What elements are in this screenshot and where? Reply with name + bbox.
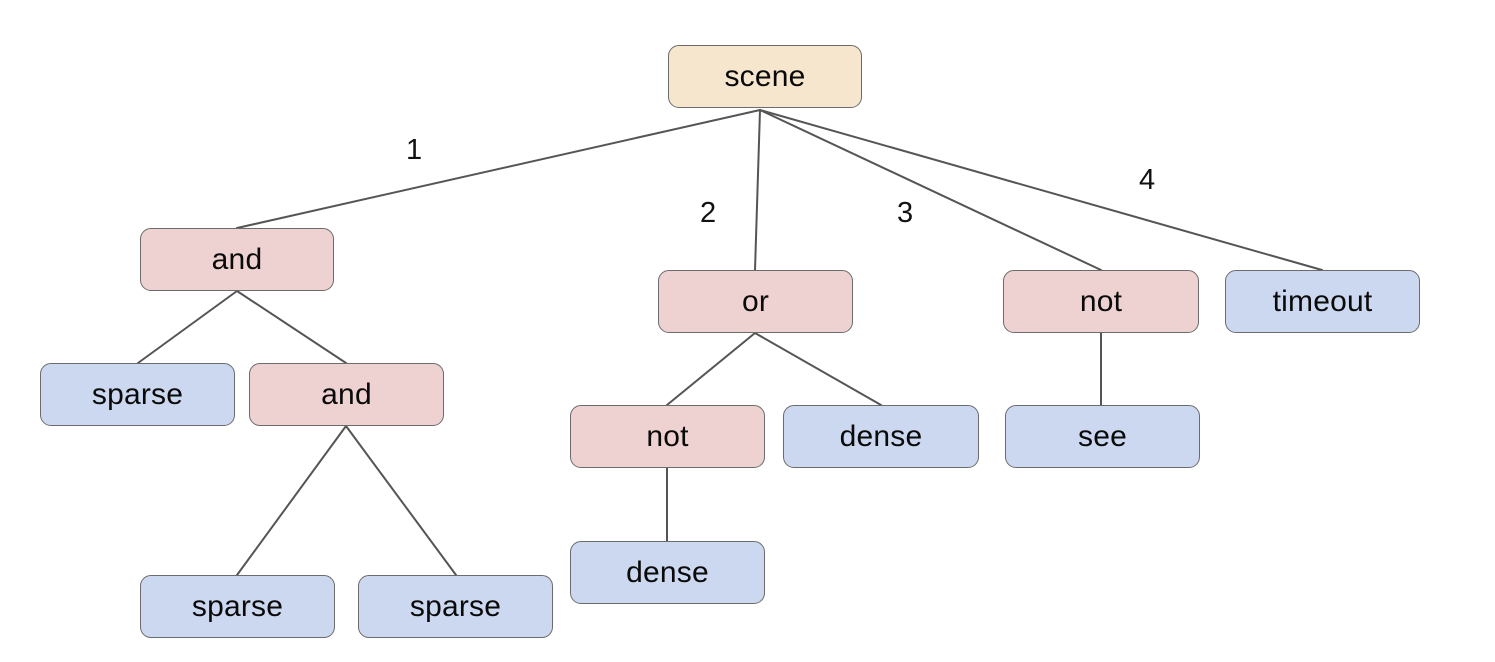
tree-edge (666, 332, 756, 406)
tree-edge (236, 290, 347, 364)
tree-edge (759, 109, 1102, 271)
tree-node-label: timeout (1272, 284, 1373, 318)
tree-node-sparse[interactable]: sparse (140, 575, 335, 638)
tree-node-label: sparse (409, 589, 502, 623)
tree-node-label: and (321, 377, 372, 411)
tree-node-label: scene (724, 59, 806, 93)
tree-node-not[interactable]: not (570, 405, 765, 468)
tree-node-label: sparse (91, 377, 184, 411)
edge-label: 1 (406, 134, 423, 166)
tree-node-label: see (1078, 419, 1127, 453)
edge-label: 3 (897, 197, 914, 229)
tree-node-label: or (741, 284, 770, 318)
tree-edge (236, 425, 347, 576)
tree-node-sparse[interactable]: sparse (40, 363, 235, 426)
tree-node-label: not (646, 419, 689, 453)
tree-node-or[interactable]: or (658, 270, 853, 333)
tree-edge (236, 109, 761, 229)
tree-node-label: dense (839, 419, 923, 453)
edge-label: 4 (1139, 164, 1156, 196)
tree-edge (759, 109, 1323, 271)
tree-node-see[interactable]: see (1005, 405, 1200, 468)
tree-node-dense[interactable]: dense (783, 405, 979, 468)
tree-node-sparse[interactable]: sparse (358, 575, 553, 638)
tree-edge (754, 109, 761, 271)
tree-node-and[interactable]: and (249, 363, 444, 426)
tree-node-label: not (1079, 284, 1123, 318)
edge-label: 2 (700, 197, 717, 229)
tree-node-dense[interactable]: dense (570, 541, 765, 604)
tree-edge (137, 290, 238, 364)
tree-node-scene[interactable]: scene (668, 45, 862, 108)
tree-node-timeout[interactable]: timeout (1225, 270, 1420, 333)
tree-node-label: dense (626, 555, 709, 589)
tree-node-label: and (211, 242, 263, 276)
tree-node-label: sparse (191, 589, 284, 623)
tree-edge (345, 425, 457, 576)
tree-node-not[interactable]: not (1003, 270, 1199, 333)
tree-node-and[interactable]: and (140, 228, 334, 291)
tree-edge (754, 332, 882, 406)
